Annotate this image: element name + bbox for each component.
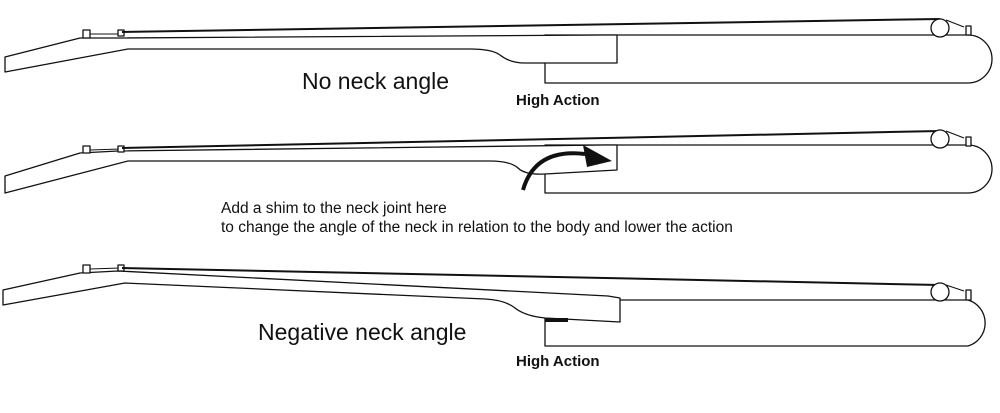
string-2 — [121, 130, 941, 149]
nut-2 — [117, 145, 125, 153]
guitar-with-shim — [4, 129, 993, 194]
body-2 — [544, 144, 993, 194]
tailpiece-1 — [965, 25, 972, 36]
tailpiece-2 — [965, 136, 972, 147]
shim-arrow-head — [583, 145, 612, 167]
tailpiece-line-1 — [945, 19, 965, 28]
headstock-tuner-2 — [82, 145, 91, 154]
string-1 — [121, 18, 941, 33]
body-1 — [544, 34, 993, 84]
note-shim-line1: Add a shim to the neck joint here — [221, 200, 447, 217]
neck-2 — [4, 144, 618, 194]
neck-3 — [2, 270, 621, 323]
headstock-tuner-1 — [82, 29, 91, 39]
guitar-negative-neck-angle — [2, 264, 986, 347]
tailpiece-3 — [965, 289, 972, 301]
subtitle-high-action-bottom: High Action — [516, 353, 600, 370]
subtitle-high-action-top: High Action — [516, 92, 600, 109]
tailpiece-line-3 — [945, 284, 965, 292]
headstock-tuner-3 — [82, 264, 91, 274]
string-3 — [121, 267, 941, 286]
shim-arrow — [521, 151, 586, 191]
nut-line-3 — [89, 267, 121, 270]
note-shim-line2: to change the angle of the neck in relat… — [221, 219, 733, 236]
body-3 — [544, 299, 986, 347]
neck-1 — [4, 34, 618, 73]
nut-1 — [117, 29, 125, 37]
bridge-saddle-1 — [930, 18, 950, 38]
title-negative-neck-angle: Negative neck angle — [258, 319, 466, 345]
tailpiece-line-2 — [945, 130, 965, 139]
bridge-saddle-2 — [930, 129, 950, 149]
heel-wedge-3 — [545, 318, 568, 322]
guitar-no-neck-angle — [4, 18, 993, 84]
bridge-saddle-3 — [930, 282, 950, 302]
title-no-neck-angle: No neck angle — [302, 68, 449, 94]
nut-line-2 — [89, 148, 121, 151]
